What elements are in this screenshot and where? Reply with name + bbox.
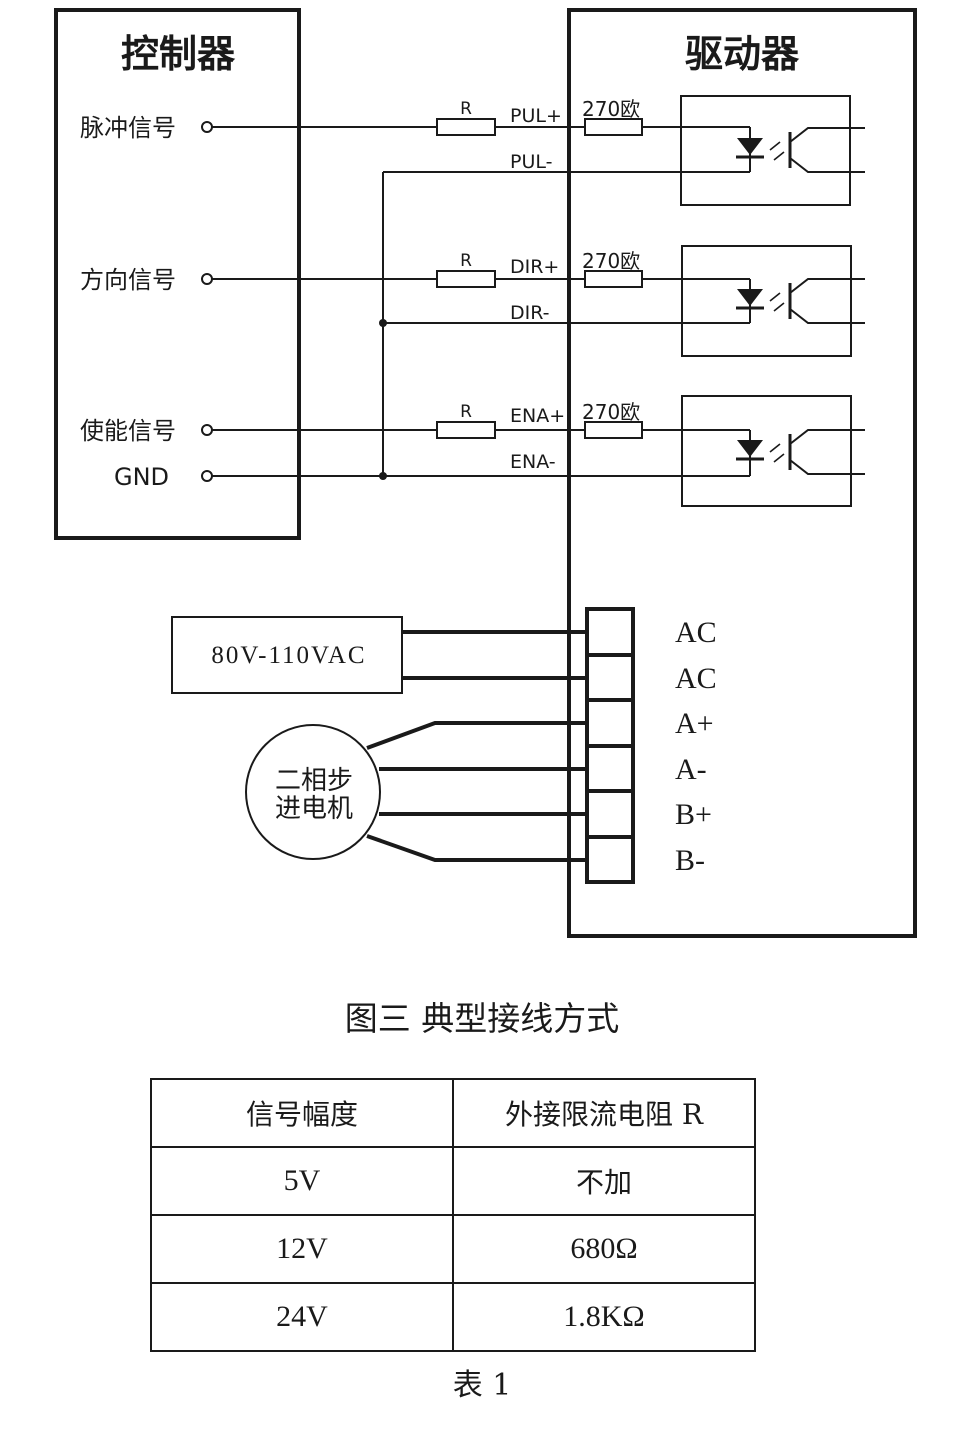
pin-pul-plus: PUL+ <box>510 105 562 127</box>
pin-ena-plus: ENA+ <box>510 405 565 427</box>
table-caption: 表 1 <box>452 1368 512 1403</box>
pin-pul-minus: PUL- <box>510 151 552 173</box>
stepper-motor <box>245 724 381 860</box>
optocoupler-ena <box>681 395 852 507</box>
terminal-label: AC <box>675 616 717 649</box>
controller-box <box>54 8 301 540</box>
terminal-label: B+ <box>675 798 712 831</box>
figure-caption: 图三 典型接线方式 <box>344 999 620 1038</box>
motor-label-line2: 进电机 <box>275 794 353 824</box>
optocoupler-pul <box>680 95 851 206</box>
ohm-label: 270欧 <box>582 249 640 273</box>
wiring-diagram: 控制器 驱动器 脉冲信号 方向信号 使能信号 GND R R R PUL+ PU… <box>54 8 917 938</box>
table-header-cell: 信号幅度 <box>150 1078 454 1148</box>
pin-dir-plus: DIR+ <box>510 256 559 278</box>
table-header-row: 信号幅度 外接限流电阻 R <box>150 1078 756 1148</box>
terminal-block <box>585 607 635 884</box>
motor-label-line1: 二相步 <box>275 766 353 796</box>
power-supply-box <box>171 616 403 694</box>
table-row: 5V 不加 <box>150 1146 756 1216</box>
driver-title: 驱动器 <box>685 32 800 76</box>
controller-title: 控制器 <box>121 32 236 76</box>
resistor-table: 信号幅度 外接限流电阻 R 5V 不加 12V 680Ω 24V 1.8KΩ <box>150 1078 756 1352</box>
power-supply-label: 80V-110VAC <box>211 642 366 669</box>
terminal-label: AC <box>675 662 717 695</box>
terminal-label: A+ <box>675 707 714 740</box>
pin-dir-minus: DIR- <box>510 302 550 324</box>
ohm-label: 270欧 <box>582 97 640 121</box>
signal-pulse-label: 脉冲信号 <box>80 114 176 142</box>
ohm-label: 270欧 <box>582 400 640 424</box>
table-cell: 不加 <box>452 1146 756 1216</box>
optocoupler-dir <box>681 245 852 357</box>
table-row: 12V 680Ω <box>150 1214 756 1284</box>
signal-direction-label: 方向信号 <box>80 266 176 294</box>
resistor-label: R <box>460 99 472 119</box>
signal-gnd-label: GND <box>114 463 169 491</box>
table-header-cell: 外接限流电阻 R <box>452 1078 756 1148</box>
terminal-label: A- <box>675 753 707 786</box>
table-cell: 24V <box>150 1282 454 1352</box>
table-cell: 680Ω <box>452 1214 756 1284</box>
table-cell: 12V <box>150 1214 454 1284</box>
signal-enable-label: 使能信号 <box>80 417 176 445</box>
table-cell: 1.8KΩ <box>452 1282 756 1352</box>
pin-ena-minus: ENA- <box>510 451 556 473</box>
resistor-label: R <box>460 402 472 422</box>
terminal-label: B- <box>675 844 705 877</box>
driver-box <box>567 8 917 938</box>
resistor-label: R <box>460 251 472 271</box>
table-cell: 5V <box>150 1146 454 1216</box>
table-row: 24V 1.8KΩ <box>150 1282 756 1352</box>
